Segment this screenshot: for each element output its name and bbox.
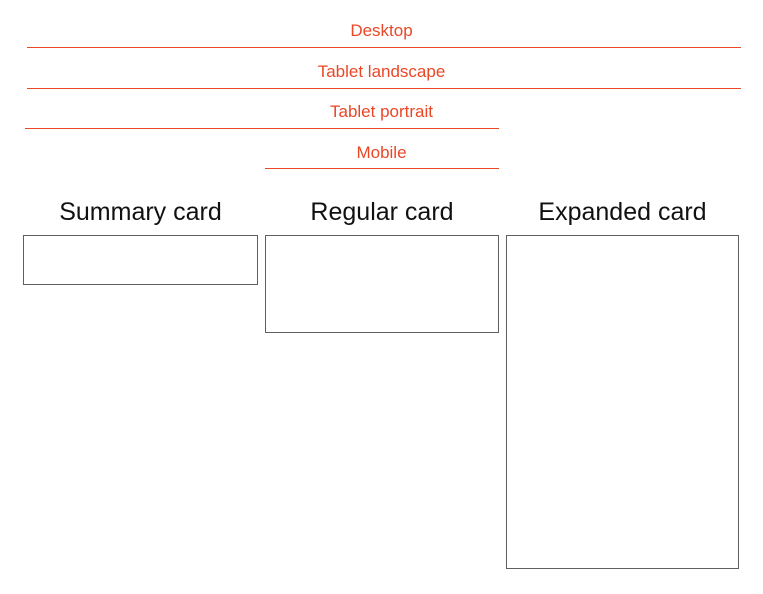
breakpoint-label-tablet-portrait: Tablet portrait [330, 102, 433, 121]
breakpoint-line-tablet-landscape [27, 88, 741, 89]
breakpoint-line-tablet-portrait [25, 128, 499, 129]
expanded-card-title: Expanded card [538, 198, 707, 226]
summary-card-title: Summary card [59, 198, 222, 226]
breakpoint-label-mobile: Mobile [356, 143, 407, 162]
breakpoint-line-mobile [265, 168, 499, 169]
summary-card-box [23, 235, 258, 285]
breakpoint-label-desktop: Desktop [350, 21, 413, 40]
regular-card-box [265, 235, 499, 333]
expanded-card-box [506, 235, 739, 569]
regular-card-title: Regular card [310, 198, 454, 226]
breakpoint-label-tablet-landscape: Tablet landscape [317, 62, 446, 81]
breakpoint-line-desktop [27, 47, 741, 48]
